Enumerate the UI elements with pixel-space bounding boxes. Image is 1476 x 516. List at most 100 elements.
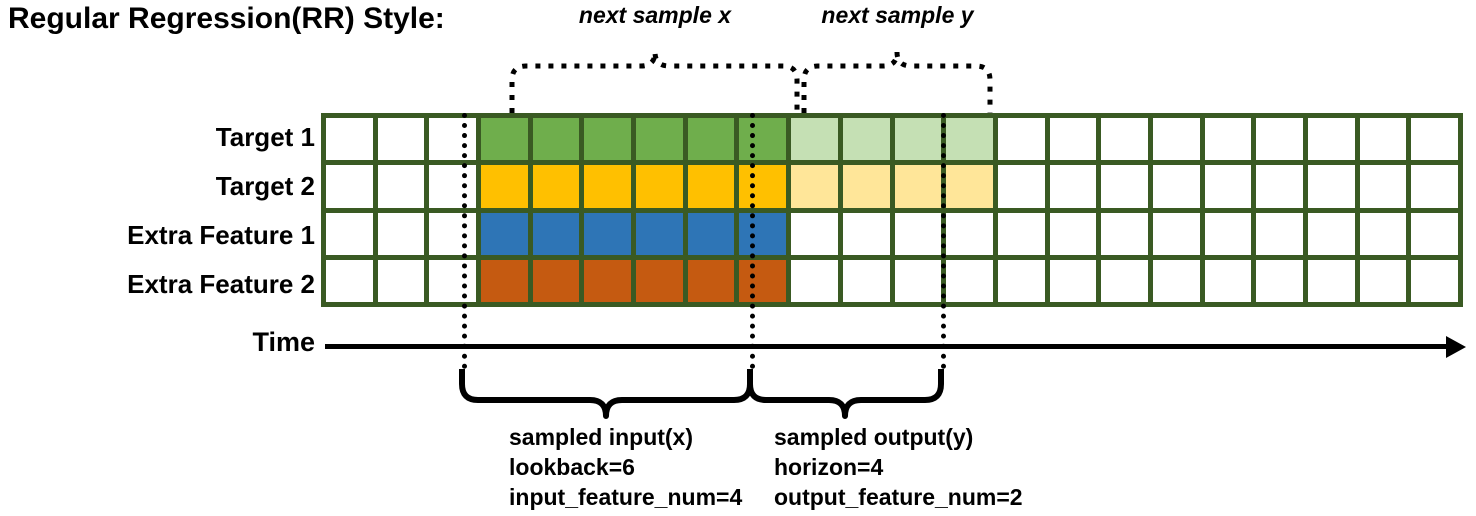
grid-cell <box>1359 165 1407 208</box>
grid-cell <box>1049 259 1097 302</box>
dotted-line-input-end <box>750 113 755 369</box>
grid-cell <box>1256 259 1303 302</box>
dotted-line-output-end <box>941 113 946 369</box>
timeseries-grid <box>321 113 1463 307</box>
grid-cell <box>842 165 890 208</box>
row-label-target-1: Target 1 <box>215 122 315 152</box>
grid-cell <box>894 118 942 161</box>
grid-cell <box>1411 165 1458 208</box>
grid-cell <box>997 259 1045 302</box>
grid-cell <box>687 118 735 161</box>
grid-cell <box>1307 118 1355 161</box>
grid-cell <box>1256 165 1303 208</box>
grid-cell <box>1411 212 1458 255</box>
grid-cell <box>481 118 528 161</box>
caption-sampled-input-line3: input_feature_num=4 <box>509 483 743 510</box>
grid-cell <box>1307 165 1355 208</box>
time-axis-arrow-icon <box>1446 336 1466 358</box>
page-title: Regular Regression(RR) Style: <box>8 2 445 35</box>
grid-cell <box>894 259 942 302</box>
grid-cell <box>1152 259 1200 302</box>
caption-next-sample-y: next sample y <box>821 2 974 28</box>
grid-cell <box>1359 259 1407 302</box>
row-label-extra-feature-2: Extra Feature 2 <box>127 269 315 299</box>
grid-cell <box>946 118 993 161</box>
grid-cell <box>842 259 890 302</box>
grid-cell <box>842 118 890 161</box>
grid-cell <box>1256 212 1303 255</box>
grid-cell <box>1152 165 1200 208</box>
grid-cell <box>739 259 787 302</box>
grid-cell <box>636 118 683 161</box>
grid-cell <box>791 259 838 302</box>
grid-cell <box>946 259 993 302</box>
grid-cell <box>429 165 477 208</box>
grid-cell <box>377 212 425 255</box>
caption-sampled-input-line2: lookback=6 <box>509 453 635 480</box>
grid-cell <box>532 165 580 208</box>
grid-cell <box>429 259 477 302</box>
grid-cell <box>946 212 993 255</box>
dotted-line-input-start <box>462 113 467 369</box>
grid-cell <box>791 165 838 208</box>
grid-cell <box>1204 118 1252 161</box>
grid-cell <box>1101 118 1148 161</box>
caption-sampled-input: sampled input(x) lookback=6 input_featur… <box>509 423 742 513</box>
grid-cell <box>739 165 787 208</box>
grid-cell <box>1256 118 1303 161</box>
time-axis-label: Time <box>252 327 315 357</box>
grid-cell <box>1049 118 1097 161</box>
grid-cell <box>997 165 1045 208</box>
grid-cell <box>481 165 528 208</box>
grid-cell <box>739 118 787 161</box>
grid-cell <box>584 118 632 161</box>
grid-cell <box>326 259 373 302</box>
top-brace-next-sample-x <box>509 51 800 113</box>
grid-cell <box>997 212 1045 255</box>
grid-cell <box>1049 165 1097 208</box>
grid-cell <box>1204 165 1252 208</box>
grid-cell <box>1152 212 1200 255</box>
grid-cell <box>326 118 373 161</box>
grid-cell <box>1152 118 1200 161</box>
time-axis-line <box>325 344 1453 349</box>
grid-cell <box>481 212 528 255</box>
caption-sampled-output-line2: horizon=4 <box>774 453 884 480</box>
grid-cell <box>584 212 632 255</box>
grid-cell <box>946 165 993 208</box>
top-brace-next-sample-y <box>801 51 993 113</box>
caption-sampled-output-line3: output_feature_num=2 <box>774 483 1023 510</box>
bottom-brace-sampled-input <box>459 369 753 419</box>
grid-cell <box>894 165 942 208</box>
grid-cell <box>791 118 838 161</box>
grid-cell <box>1411 118 1458 161</box>
grid-cell <box>1204 259 1252 302</box>
grid-cell <box>377 165 425 208</box>
grid-cell <box>1307 212 1355 255</box>
grid-cell <box>687 165 735 208</box>
grid-cell <box>1204 212 1252 255</box>
grid-cell <box>687 259 735 302</box>
grid-cell <box>894 212 942 255</box>
grid-cell <box>636 259 683 302</box>
grid-cell <box>1101 165 1148 208</box>
grid-cell <box>1359 118 1407 161</box>
grid-cell <box>1411 259 1458 302</box>
caption-sampled-output: sampled output(y) horizon=4 output_featu… <box>774 423 1023 513</box>
grid-cell <box>429 118 477 161</box>
grid-cell <box>842 212 890 255</box>
grid-cell <box>1049 212 1097 255</box>
grid-cell <box>584 259 632 302</box>
caption-next-sample-x: next sample x <box>578 2 732 28</box>
grid-cell <box>326 212 373 255</box>
grid-cell <box>532 212 580 255</box>
row-label-extra-feature-1: Extra Feature 1 <box>127 220 315 250</box>
grid-cell <box>532 118 580 161</box>
grid-cell <box>1101 259 1148 302</box>
grid-cell <box>532 259 580 302</box>
caption-sampled-output-line1: sampled output(y) <box>774 424 974 450</box>
grid-cell <box>791 212 838 255</box>
grid-cell <box>1101 212 1148 255</box>
grid-cell <box>377 259 425 302</box>
